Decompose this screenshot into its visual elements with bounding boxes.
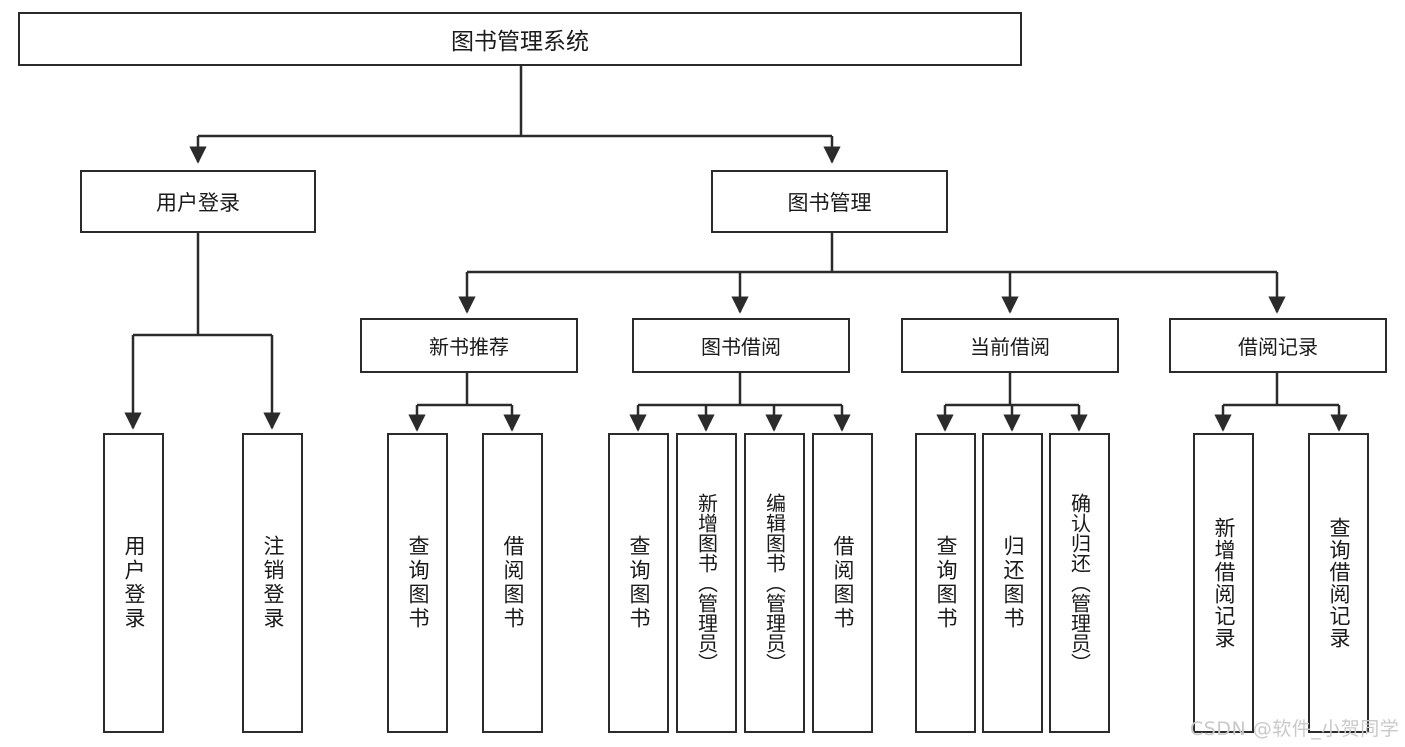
node-label: 注销登录 (261, 535, 285, 631)
node-label: 图书管理系统 (451, 29, 589, 55)
node-label: 查询图书 (934, 535, 958, 631)
node-label: 当前借阅 (970, 335, 1050, 359)
node-book-management[interactable]: 图书管理 (711, 170, 948, 233)
node-label: 图书管理 (787, 190, 872, 215)
leaf-user-login-logout[interactable]: 注销登录 (242, 433, 303, 733)
leaf-record-query-record[interactable]: 查询借阅记录 (1308, 433, 1369, 733)
leaf-current-return-book[interactable]: 归还图书 (982, 433, 1043, 733)
node-label: 新书推荐 (429, 335, 509, 359)
node-current-borrow[interactable]: 当前借阅 (901, 318, 1119, 373)
leaf-borrow-borrow-book[interactable]: 借阅图书 (812, 433, 873, 733)
node-label: 新增图书（管理员） (694, 493, 719, 673)
node-label: 用户登录 (122, 535, 146, 631)
node-label: 新增借阅记录 (1212, 517, 1236, 649)
leaf-borrow-edit-book-admin[interactable]: 编辑图书（管理员） (744, 433, 805, 733)
node-label: 确认归还（管理员） (1067, 493, 1092, 673)
node-user-login[interactable]: 用户登录 (80, 170, 316, 233)
leaf-borrow-query-book[interactable]: 查询图书 (608, 433, 669, 733)
node-root-book-management-system[interactable]: 图书管理系统 (18, 12, 1022, 66)
node-label: 查询图书 (406, 535, 430, 631)
node-new-book-recommend[interactable]: 新书推荐 (360, 318, 578, 373)
node-label: 查询借阅记录 (1327, 517, 1351, 649)
node-borrow-record[interactable]: 借阅记录 (1169, 318, 1387, 373)
node-label: 编辑图书（管理员） (762, 493, 787, 673)
leaf-current-query-book[interactable]: 查询图书 (915, 433, 976, 733)
node-label: 查询图书 (627, 535, 651, 631)
leaf-recommend-borrow-book[interactable]: 借阅图书 (482, 433, 543, 733)
node-label: 借阅记录 (1238, 335, 1318, 359)
node-book-borrow[interactable]: 图书借阅 (632, 318, 850, 373)
leaf-borrow-add-book-admin[interactable]: 新增图书（管理员） (676, 433, 737, 733)
leaf-user-login-login[interactable]: 用户登录 (103, 433, 164, 733)
node-label: 图书借阅 (701, 335, 781, 359)
node-label: 借阅图书 (501, 535, 525, 631)
csdn-watermark: CSDN @软件_小贺同学 (1190, 718, 1400, 740)
leaf-record-add-record[interactable]: 新增借阅记录 (1193, 433, 1254, 733)
node-label: 借阅图书 (831, 535, 855, 631)
node-label: 用户登录 (156, 190, 240, 215)
leaf-recommend-query-book[interactable]: 查询图书 (387, 433, 448, 733)
leaf-current-confirm-return-admin[interactable]: 确认归还（管理员） (1049, 433, 1110, 733)
node-label: 归还图书 (1001, 535, 1025, 631)
